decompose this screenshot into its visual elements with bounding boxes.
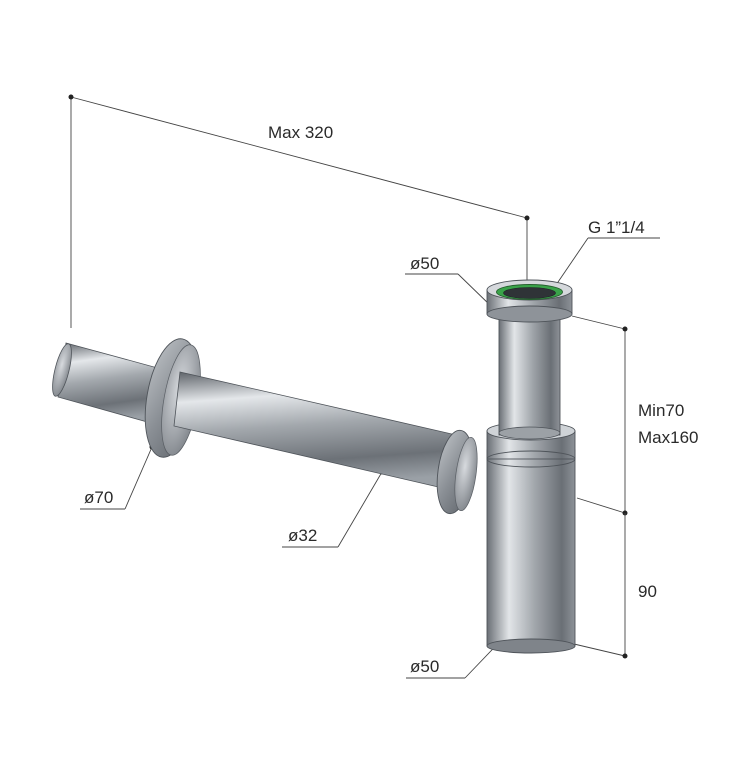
bottle-collar-edge <box>486 450 576 468</box>
label-height-min: Min70 <box>638 401 684 420</box>
top-nut-bottom <box>486 305 573 323</box>
inlet-tube <box>498 304 561 436</box>
bottle-bottom <box>486 638 576 654</box>
dimension-labels: Max 320 G 1”1/4 ø50 Min70 Max160 ø70 ø32… <box>84 123 698 676</box>
pipe-connection-nut-face <box>454 436 478 512</box>
inlet-tube-base <box>498 426 561 440</box>
label-flange-diameter: ø70 <box>84 488 113 507</box>
label-bottle-height: 90 <box>638 582 657 601</box>
label-thread: G 1”1/4 <box>588 218 645 237</box>
horizontal-pipe <box>173 371 466 493</box>
label-pipe-diameter: ø32 <box>288 526 317 545</box>
siphon-illustration <box>52 279 576 654</box>
label-height-max: Max160 <box>638 428 698 447</box>
label-max-length: Max 320 <box>268 123 333 142</box>
bottle-body <box>486 449 576 647</box>
label-bottle-diameter: ø50 <box>410 657 439 676</box>
top-opening <box>503 287 556 299</box>
wall-pipe-end <box>52 343 72 397</box>
label-inlet-diameter: ø50 <box>410 254 439 273</box>
